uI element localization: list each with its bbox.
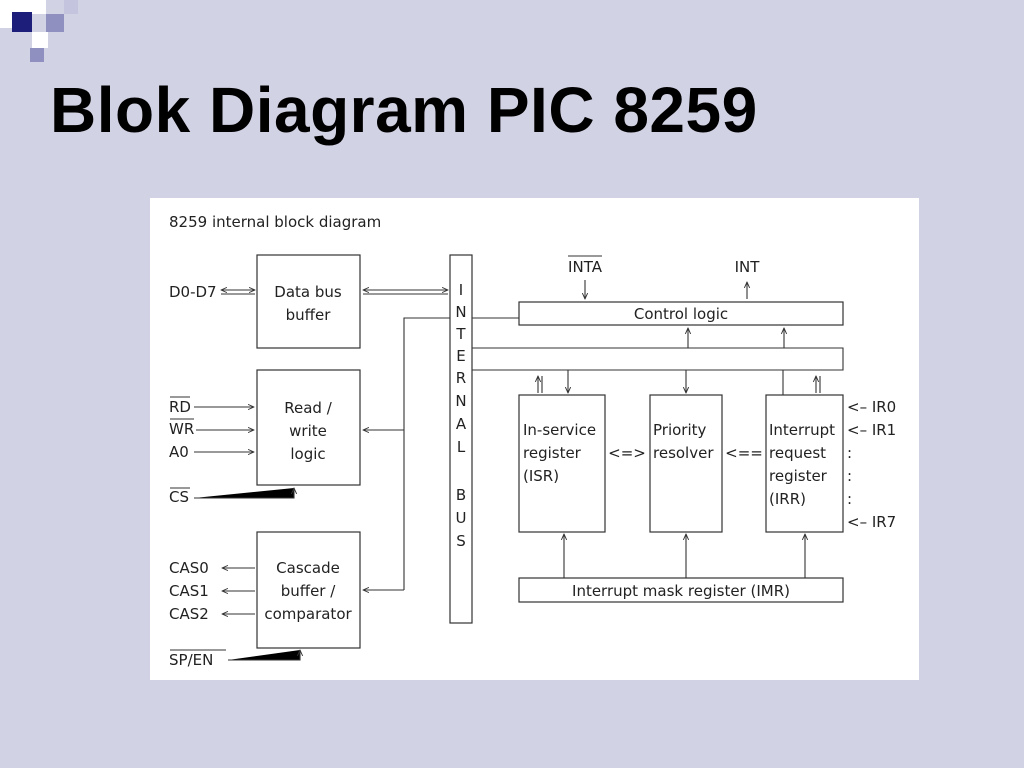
cascade-buffer-block: Cascade buffer / comparator [256,531,361,649]
bus-letter-10: B [456,486,466,504]
imr-label: Interrupt mask register (IMR) [572,582,790,600]
priority-resolver-block: Priority resolver [649,394,723,533]
data-bus-buffer-label-2: buffer [286,306,332,324]
signal-cas2: CAS2 [169,605,209,623]
isr-block: In-service register (ISR) [518,394,606,533]
signal-ir1: <– IR1 [847,421,896,439]
cascade-label-1: Cascade [276,559,340,577]
bus-letter-5: R [456,369,466,387]
signal-ir-dots-3: : [847,490,852,508]
signal-cs: CS [169,488,189,506]
irr-label-1: Interrupt [769,421,835,439]
signal-rd: RD [169,398,191,416]
irr-label-2: request [769,444,826,462]
bus-letter-3: T [455,325,466,343]
isr-label-2: register [523,444,582,462]
irr-label-3: register [769,467,828,485]
priority-label-2: resolver [653,444,714,462]
imr-block: Interrupt mask register (IMR) [518,577,844,603]
signal-int: INT [735,258,761,276]
isr-label-3: (ISR) [523,467,559,485]
bus-letter-8: L [457,438,466,456]
read-write-logic-block: Read / write logic [256,369,361,486]
signal-ir7: <– IR7 [847,513,896,531]
internal-vertical-line [403,317,450,590]
sp-en-arrow [228,650,300,661]
isr-label-1: In-service [523,421,596,439]
bus-letter-6: N [455,392,466,410]
bus-letter-12: S [456,532,466,550]
data-bus-buffer-block: Data bus buffer [256,254,361,349]
signal-wr: WR [169,420,194,438]
corner-decoration [0,0,78,62]
irr-priority-connector: <== [725,444,763,462]
signal-cas0: CAS0 [169,559,209,577]
block-diagram-figure: 8259 internal block diagram Data bus buf… [150,198,919,680]
signal-ir-dots-1: : [847,444,852,462]
block-diagram: 8259 internal block diagram Data bus buf… [169,213,896,669]
control-logic-block: Control logic [518,301,844,326]
bus-letter-11: U [456,509,467,527]
irr-block: Interrupt request register (IRR) [765,394,844,533]
diagram-caption: 8259 internal block diagram [169,213,381,231]
cascade-label-2: buffer / [281,582,337,600]
signal-inta: INTA [568,258,603,276]
bus-letter-4: E [456,347,465,365]
rw-logic-label-2: write [289,422,327,440]
signal-sp-en: SP/EN [169,651,213,669]
signal-ir-dots-2: : [847,467,852,485]
irr-label-4: (IRR) [769,490,806,508]
priority-label-1: Priority [653,421,707,439]
cs-arrow [194,488,294,499]
isr-priority-connector: <=> [608,444,646,462]
cascade-label-3: comparator [264,605,352,623]
control-logic-label: Control logic [634,305,728,323]
bus-letter-2: N [455,303,466,321]
signal-cas1: CAS1 [169,582,209,600]
rw-logic-label-3: logic [290,445,325,463]
bus-letter-1: I [459,281,463,299]
bus-letter-7: A [456,415,467,433]
slide-title: Blok Diagram PIC 8259 [50,74,758,146]
wide-bus-bar [472,347,844,371]
signal-d0-d7: D0-D7 [169,283,217,301]
signal-ir0: <– IR0 [847,398,896,416]
rw-logic-label-1: Read / [284,399,332,417]
data-bus-buffer-label-1: Data bus [274,283,342,301]
internal-bus: I N T E R N A L B U S [449,254,473,624]
signal-a0: A0 [169,443,189,461]
